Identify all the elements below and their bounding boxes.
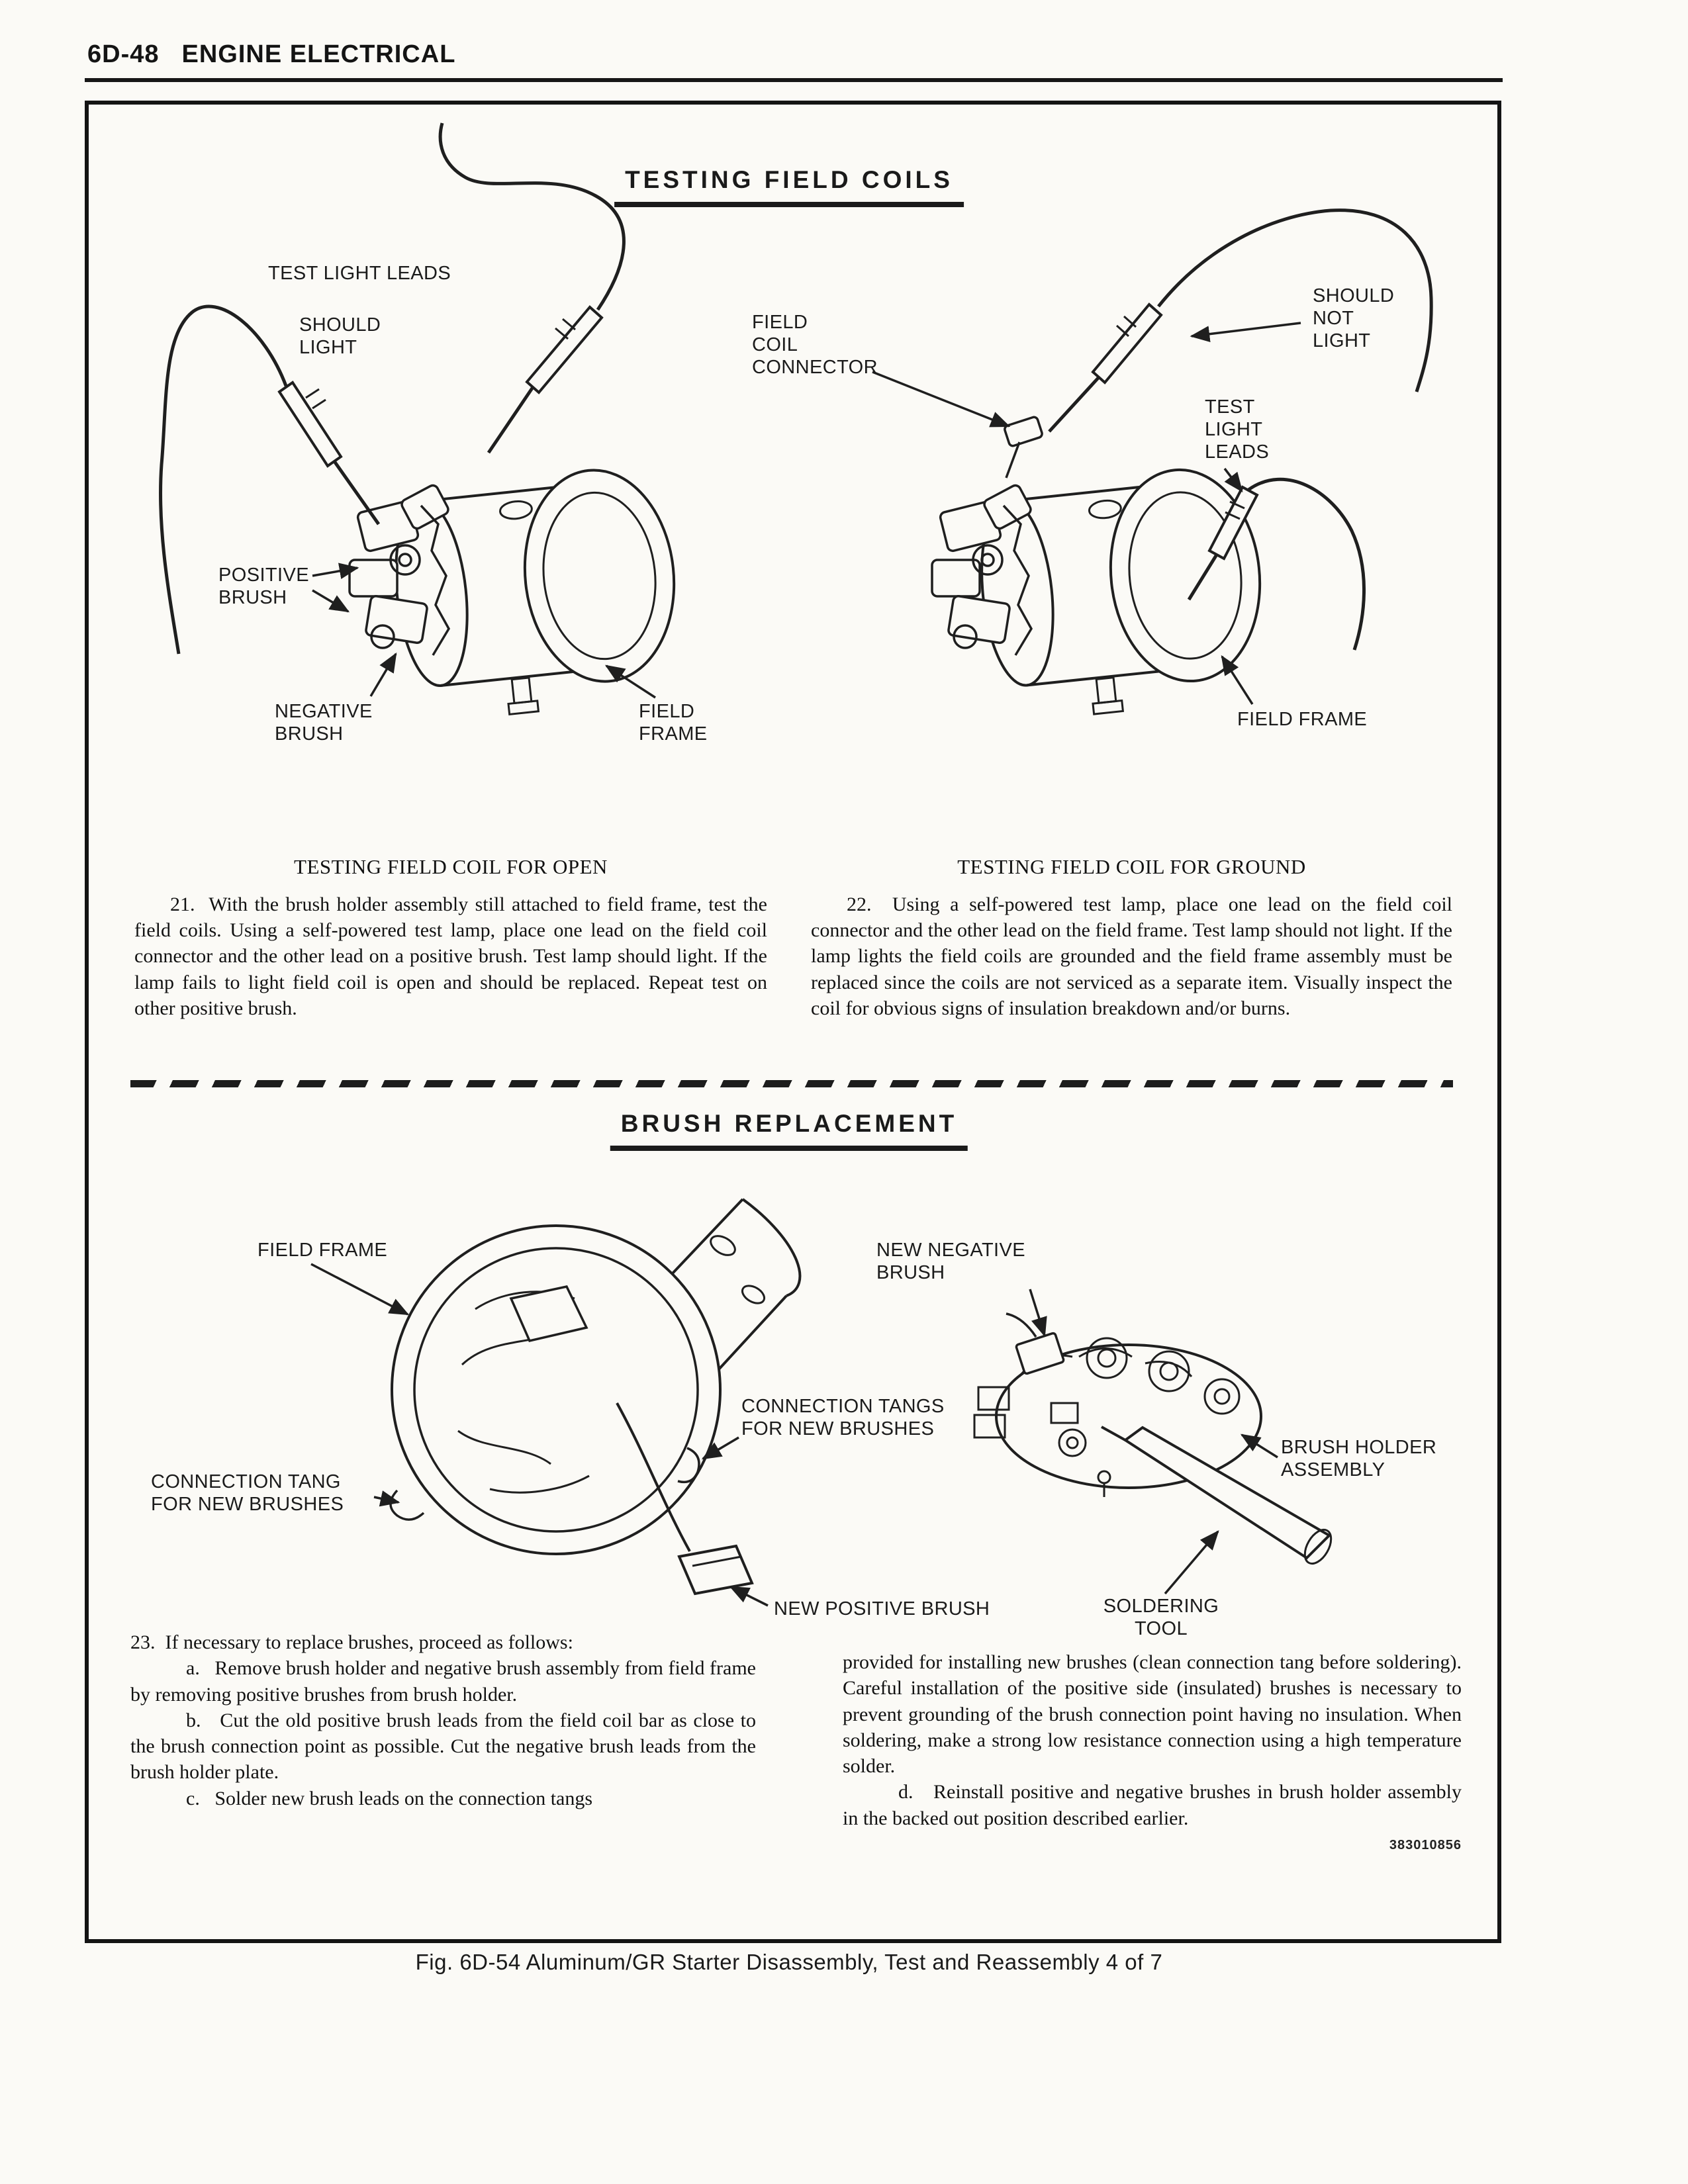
label-new-negative-brush: NEW NEGATIVE BRUSH (876, 1240, 1026, 1284)
procedure-step-c: c. Solder new brush leads on the connect… (186, 1787, 593, 1809)
page-number: 6D-48 (87, 40, 160, 68)
section-title-brush-replacement: BRUSH REPLACEMENT (610, 1110, 968, 1151)
page-header: 6D-48 ENGINE ELECTRICAL (87, 40, 456, 69)
procedure-step-a: a. Remove brush holder and negative brus… (130, 1657, 756, 1706)
procedure-continuation: provided for installing new brushes (cle… (843, 1651, 1462, 1778)
label-soldering-tool: SOLDERING TOOL (1103, 1596, 1219, 1640)
label-field-coil-connector: FIELD COIL CONNECTOR (752, 312, 878, 379)
open-test-column: TESTING FIELD COIL FOR OPEN 21. With the… (134, 854, 767, 1021)
label-field-frame-3: FIELD FRAME (258, 1240, 388, 1261)
open-test-body: 21. With the brush holder assembly still… (134, 893, 767, 1019)
ground-test-body: 22. Using a self-powered test lamp, plac… (811, 893, 1452, 1019)
label-connection-tang: CONNECTION TANG FOR NEW BRUSHES (151, 1471, 344, 1516)
procedure-step-b: b. Cut the old positive brush leads from… (130, 1709, 756, 1784)
procedure-intro: 23. If necessary to replace brushes, pro… (130, 1631, 573, 1653)
page-section-title: ENGINE ELECTRICAL (181, 40, 456, 68)
label-test-light-leads-2: TEST LIGHT LEADS (1205, 396, 1270, 463)
label-positive-brush: POSITIVE BRUSH (218, 565, 309, 609)
part-number: 383010856 (1389, 1838, 1462, 1853)
procedure-step-d: d. Reinstall positive and negative brush… (843, 1781, 1462, 1829)
label-connection-tangs: CONNECTION TANGS FOR NEW BRUSHES (741, 1396, 945, 1440)
figure-caption: Fig. 6D-54 Aluminum/GR Starter Disassemb… (415, 1950, 1163, 1974)
procedure-right-column: provided for installing new brushes (cle… (843, 1649, 1462, 1853)
header-rule (85, 78, 1503, 82)
label-field-frame-1: FIELD FRAME (639, 701, 708, 745)
procedure-left-column: 23. If necessary to replace brushes, pro… (130, 1629, 756, 1811)
section-title-testing-field-coils: TESTING FIELD COILS (614, 166, 964, 207)
open-test-heading: TESTING FIELD COIL FOR OPEN (294, 855, 608, 878)
ground-test-heading: TESTING FIELD COIL FOR GROUND (957, 855, 1306, 878)
ground-test-column: TESTING FIELD COIL FOR GROUND 22. Using … (811, 854, 1452, 1021)
label-negative-brush: NEGATIVE BRUSH (275, 701, 373, 745)
label-brush-holder-assembly: BRUSH HOLDER ASSEMBLY (1281, 1437, 1437, 1481)
label-should-light: SHOULD LIGHT (299, 314, 381, 359)
label-field-frame-2: FIELD FRAME (1237, 709, 1368, 730)
label-should-not-light: SHOULD NOT LIGHT (1313, 285, 1395, 352)
dashed-divider (130, 1080, 1453, 1087)
label-test-light-leads: TEST LIGHT LEADS (268, 263, 451, 284)
label-new-positive-brush: NEW POSITIVE BRUSH (774, 1598, 990, 1619)
